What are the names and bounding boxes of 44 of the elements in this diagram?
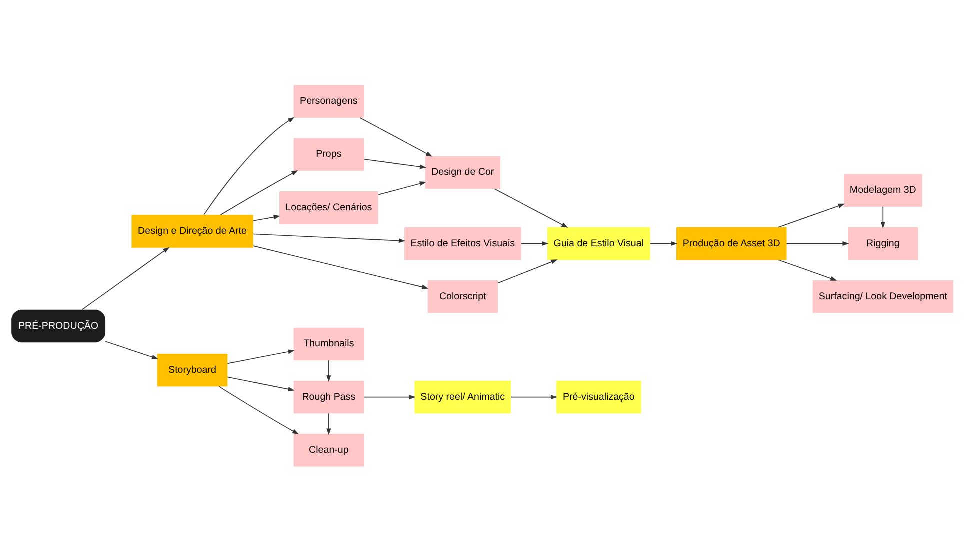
node-box: Estilo de Efeitos Visuais — [404, 226, 522, 260]
node-box: Design de Cor — [425, 156, 500, 188]
arrow — [253, 245, 429, 289]
node-box: Guia de Estilo Visual — [547, 226, 650, 260]
node-box: Pré-visualização — [556, 380, 642, 414]
node-box: Colorscript — [428, 280, 498, 313]
arrow — [511, 394, 558, 400]
arrow — [778, 203, 846, 228]
arrow — [364, 158, 426, 169]
arrow — [220, 170, 298, 215]
arrow — [253, 233, 406, 243]
arrow — [227, 349, 295, 364]
arrow — [204, 116, 295, 215]
arrow — [498, 259, 558, 284]
node-box: Clean-up — [294, 434, 364, 466]
arrow — [778, 259, 838, 280]
arrow — [364, 394, 416, 400]
node-box: Rigging — [848, 226, 918, 260]
node-box: Props — [294, 138, 364, 171]
node-box: Locações/ Cenários — [280, 190, 378, 224]
node-box: Rough Pass — [294, 380, 364, 414]
arrow — [326, 360, 332, 382]
node-box: Surfacing/ Look Development — [812, 280, 954, 313]
arrow — [253, 214, 280, 221]
arrow — [360, 117, 433, 156]
arrow — [82, 246, 170, 310]
node-box: Produção de Asset 3D — [676, 226, 787, 260]
arrow — [880, 206, 886, 228]
node-box: Design e Direção de Arte — [132, 214, 254, 248]
node-box: Modelagem 3D — [844, 174, 922, 206]
arrow — [326, 412, 332, 435]
arrow — [378, 181, 426, 195]
node-box: Storyboard — [157, 354, 228, 386]
node-box: Thumbnails — [294, 327, 364, 360]
arrow — [786, 240, 850, 246]
arrow — [105, 340, 159, 359]
arrow — [218, 386, 299, 434]
node-box: Personagens — [294, 84, 364, 118]
arrow — [494, 188, 568, 228]
arrow — [227, 376, 295, 392]
arrow — [650, 240, 678, 246]
node-box: PRÉ-PRODUÇÃO — [12, 309, 106, 342]
node-box: Story reel/ Animatic — [414, 380, 512, 414]
arrow — [521, 240, 549, 246]
